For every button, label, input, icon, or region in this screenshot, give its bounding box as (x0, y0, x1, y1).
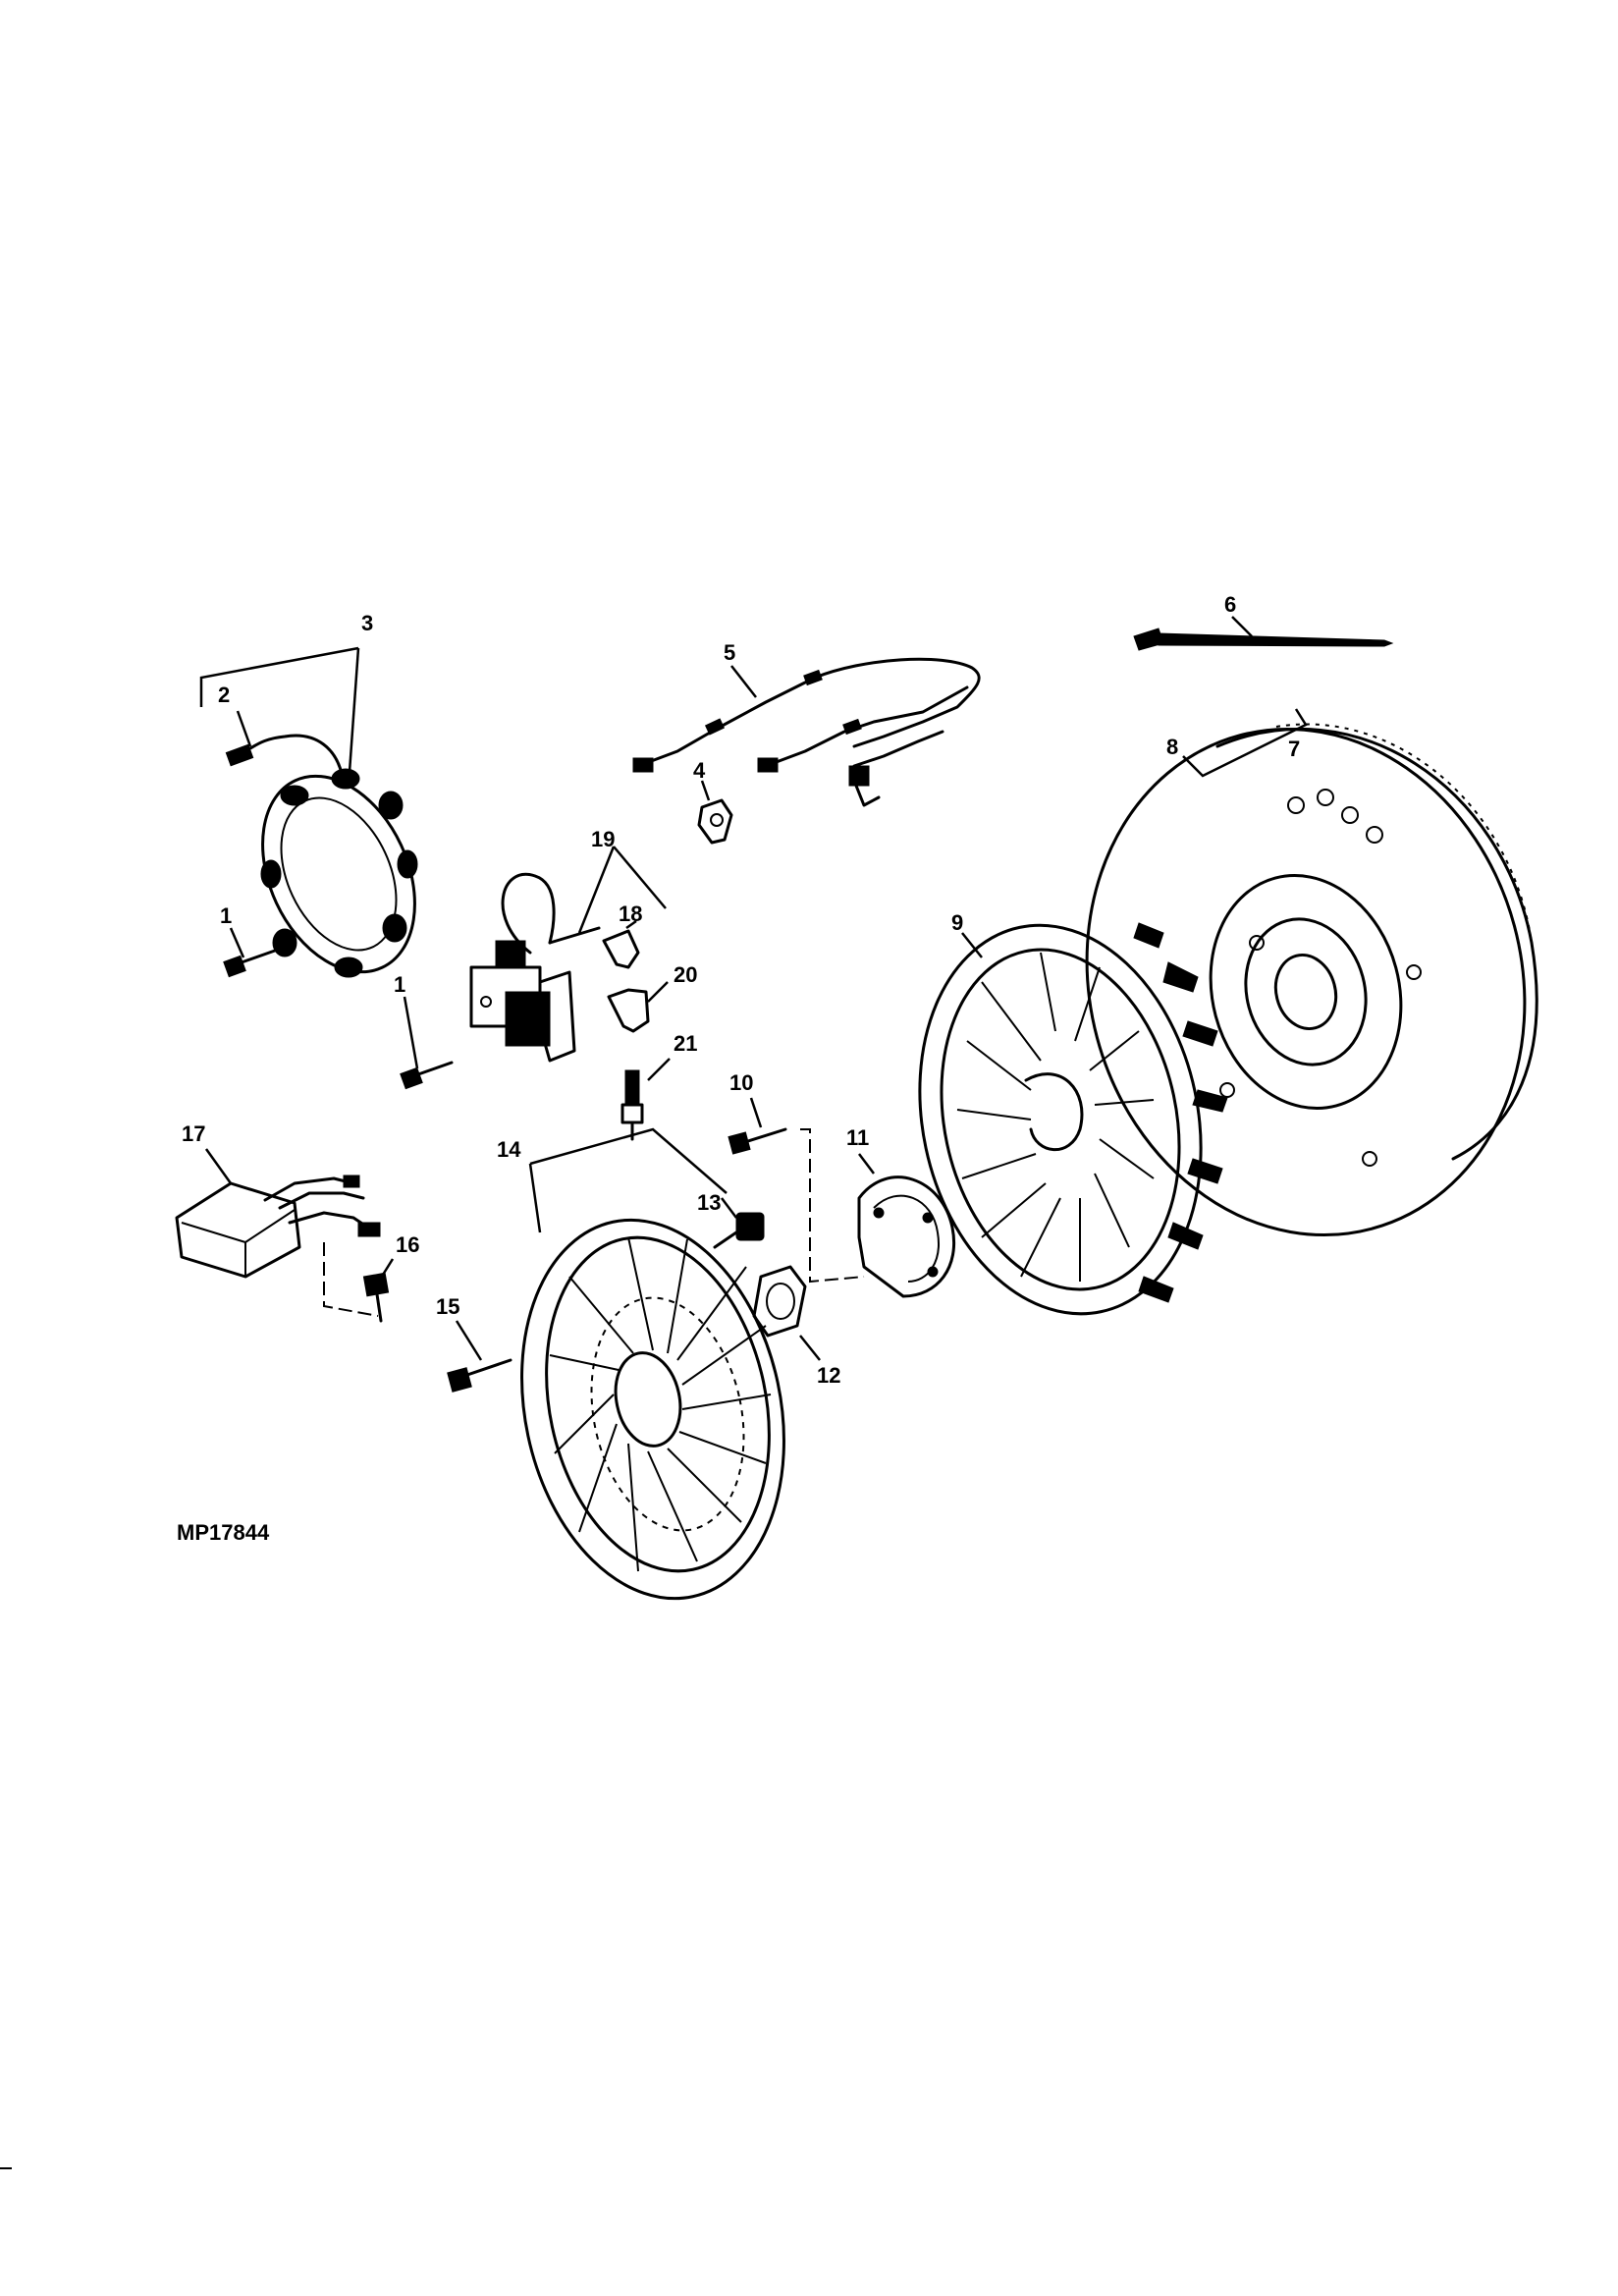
callout-10: 10 (729, 1070, 753, 1095)
retainer-part (857, 1153, 955, 1298)
callout-15: 15 (436, 1294, 459, 1319)
stator-part (225, 734, 418, 978)
callout-4: 4 (693, 758, 706, 783)
ignition-module-part (469, 846, 667, 1063)
fan-part (918, 922, 1228, 1316)
screw-part-13 (713, 1197, 765, 1249)
grass-screen-part (520, 1127, 785, 1601)
callout-1a: 1 (220, 903, 232, 928)
callout-20: 20 (674, 962, 697, 987)
callout-18: 18 (619, 902, 642, 926)
callout-3: 3 (361, 611, 373, 635)
callout-6: 6 (1224, 592, 1236, 617)
callout-16: 16 (396, 1232, 419, 1257)
screw-part-1a (223, 927, 277, 978)
wiring-harness-part (632, 657, 981, 807)
screw-part-1b (400, 996, 454, 1090)
callout-9: 9 (951, 910, 963, 935)
flywheel-part (1085, 708, 1538, 1237)
terminal-part-20 (607, 981, 669, 1033)
callout-14: 14 (497, 1137, 521, 1162)
callout-19: 19 (591, 827, 615, 851)
boot-part-18 (602, 919, 640, 969)
callout-2: 2 (218, 683, 230, 707)
callout-13: 13 (697, 1190, 721, 1215)
callout-11: 11 (846, 1125, 869, 1150)
clip-part (697, 780, 733, 845)
callout-5: 5 (724, 640, 735, 665)
callout-7: 7 (1288, 737, 1300, 761)
screw-part-15 (447, 1320, 512, 1393)
cable-tie-part (1133, 616, 1394, 651)
callout-labels: 3 2 1 1 5 4 6 8 7 19 18 20 21 9 10 11 17… (182, 592, 1300, 1388)
regulator-part (175, 1148, 381, 1317)
callout-8: 8 (1166, 735, 1178, 759)
screw-part-16 (362, 1258, 395, 1323)
callout-17: 17 (182, 1121, 205, 1146)
screw-part-10 (728, 1097, 865, 1284)
callout-21: 21 (674, 1031, 697, 1056)
figure-id: MP17844 (177, 1520, 270, 1545)
spark-plug-part (620, 1058, 671, 1141)
callout-12: 12 (817, 1363, 840, 1388)
callout-1b: 1 (394, 972, 405, 997)
stator-bracket-leader (199, 646, 360, 787)
